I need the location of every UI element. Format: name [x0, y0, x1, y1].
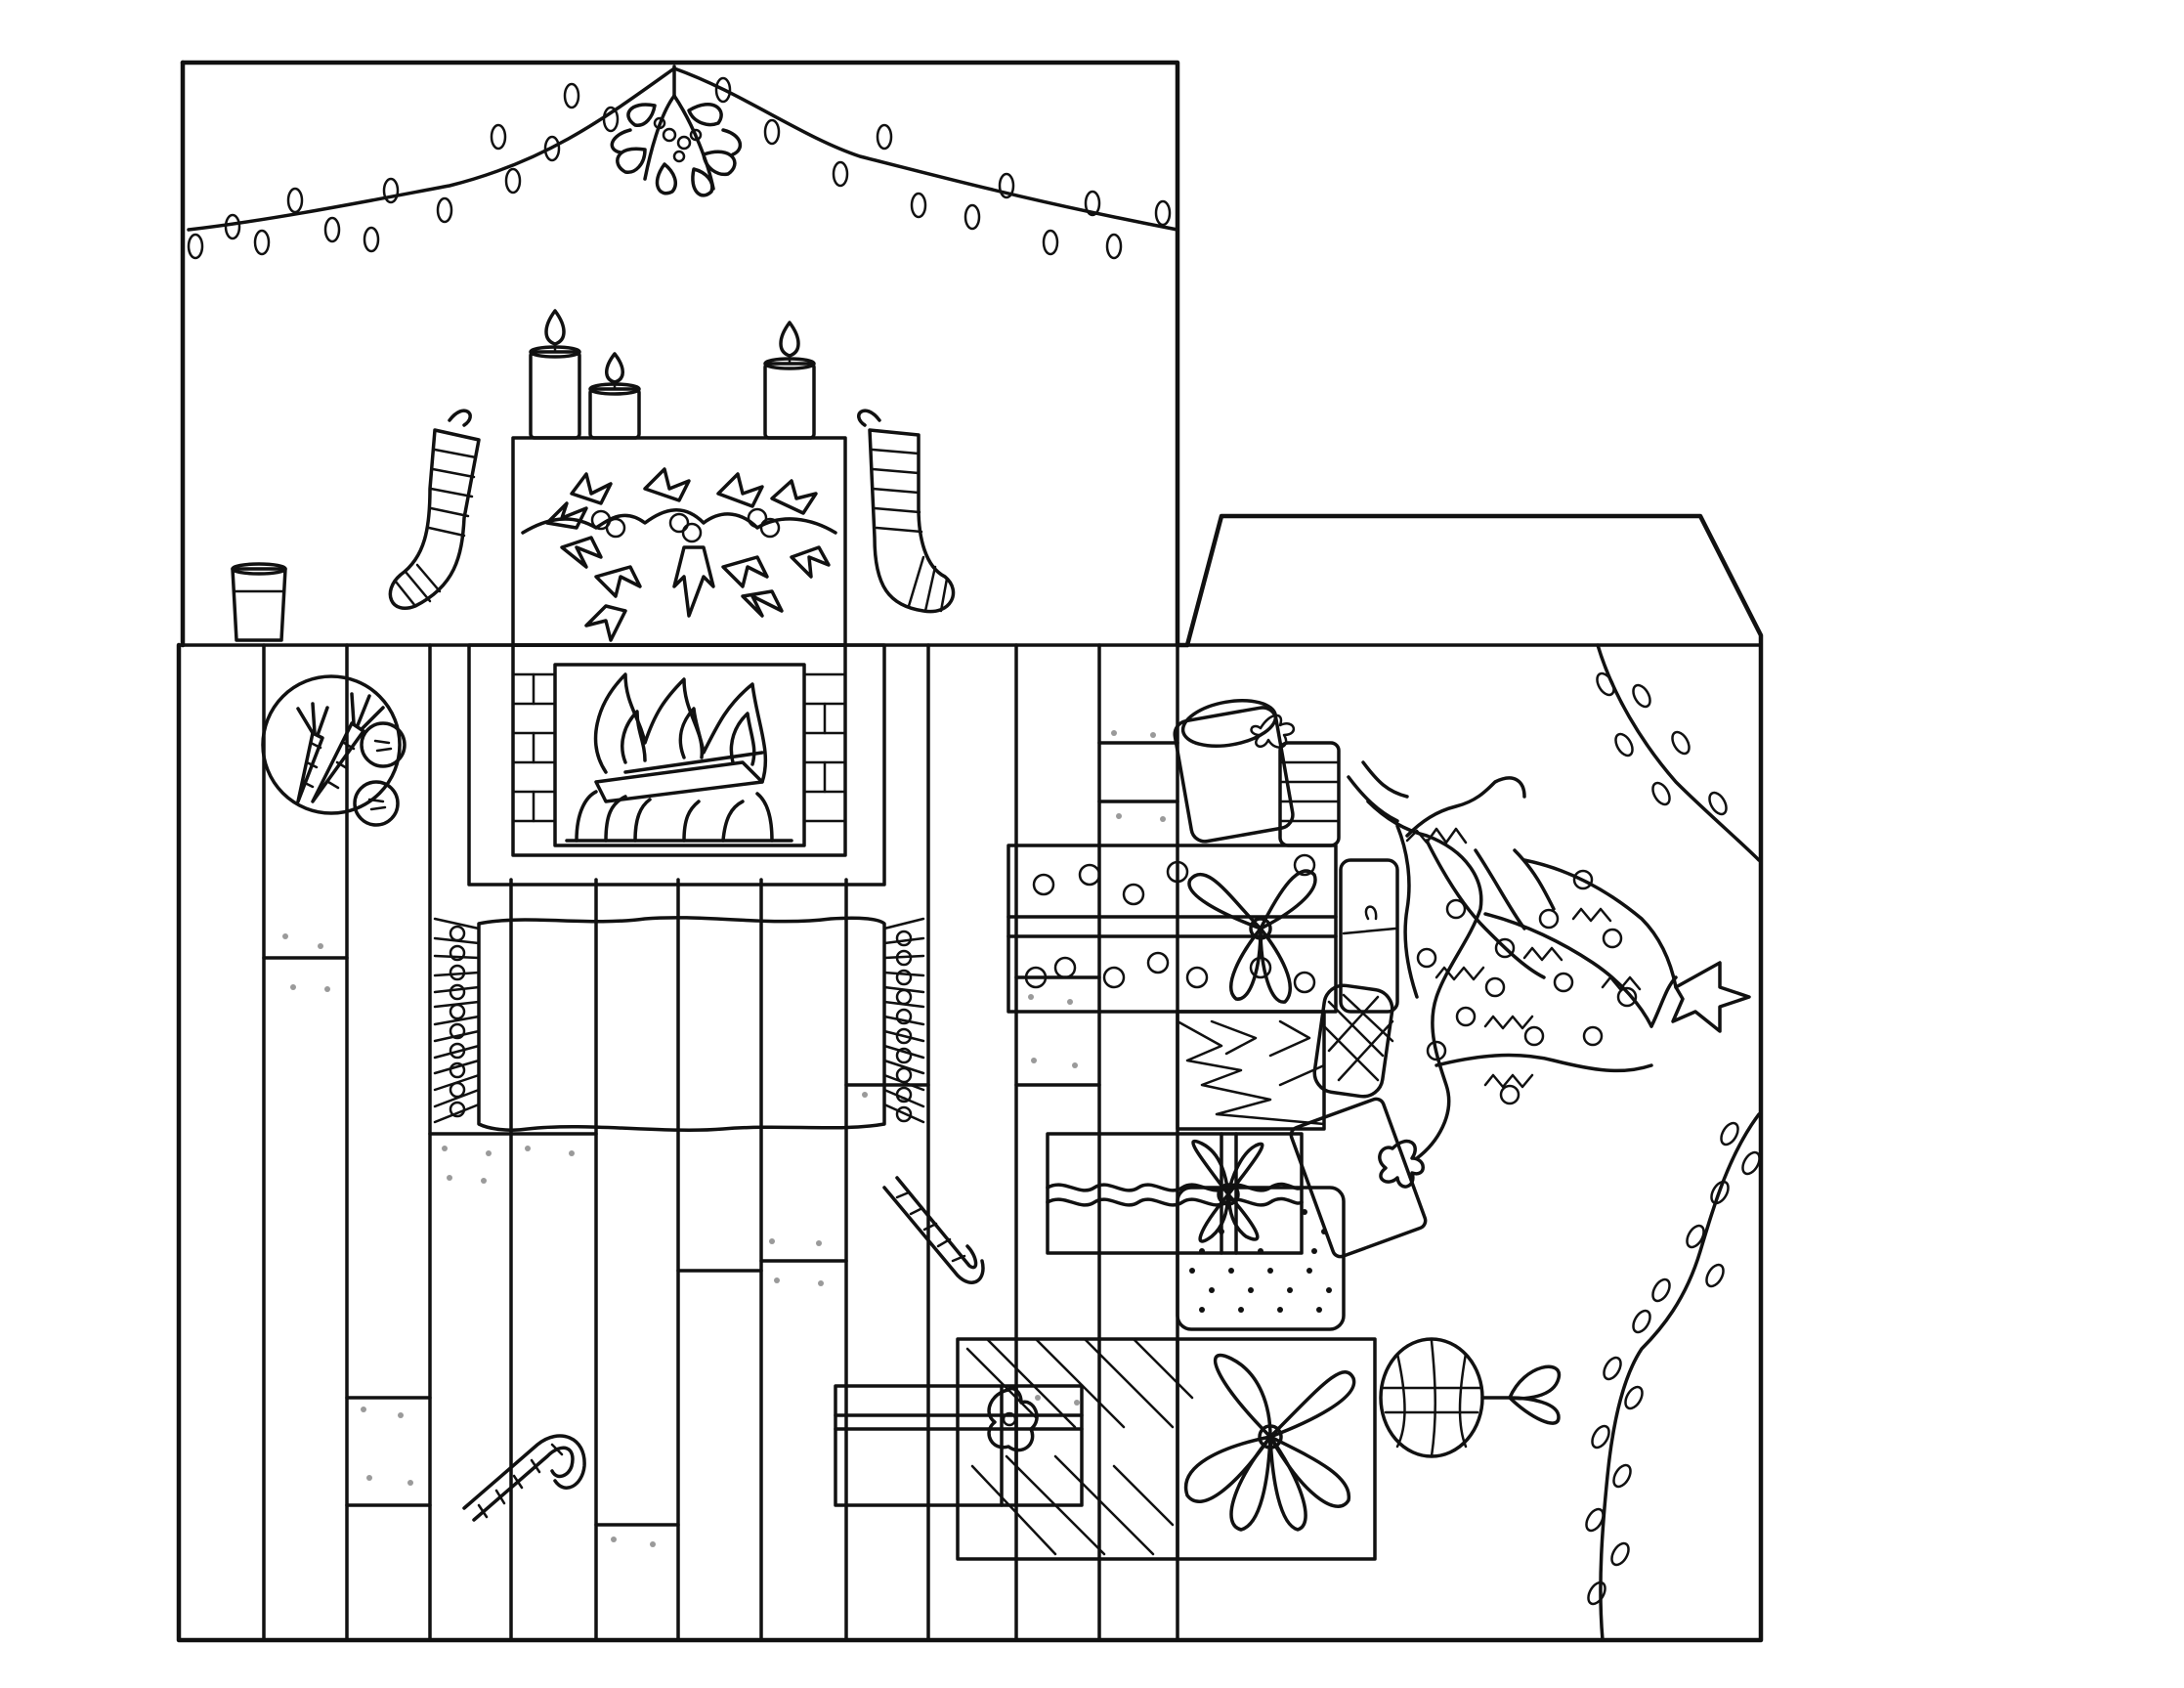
carrot-cookie-plate-icon [261, 674, 407, 827]
gift-box-icon [1176, 1186, 1346, 1331]
candle-icon [529, 309, 581, 440]
candle-icon [588, 352, 641, 440]
string-lights-right [1585, 643, 1761, 1642]
floor-boards [262, 643, 1179, 1642]
candy-cane-icon [462, 1434, 586, 1522]
fireplace-flames-icon [565, 672, 793, 843]
milk-glass-icon [231, 562, 287, 642]
string-lights-top [187, 66, 1179, 260]
holly-garland-icon [521, 467, 837, 642]
star-icon [1671, 961, 1751, 1033]
template-outline [176, 60, 1764, 1643]
candle-icon [763, 321, 816, 440]
gift-box-icon [1046, 1097, 1428, 1259]
mistletoe-icon [610, 65, 743, 197]
gift-box-icon [1173, 699, 1341, 847]
gift-box-icon [834, 1337, 1377, 1561]
gift-box-icon [1006, 844, 1399, 1014]
mantel [511, 436, 847, 647]
fireplace [467, 643, 886, 887]
candles [529, 309, 816, 440]
gift-box-icon [1176, 983, 1394, 1131]
stocking-icon [857, 409, 956, 614]
stocking-icon [388, 409, 481, 610]
candy-cane-icon [882, 1176, 985, 1284]
rug-icon [433, 916, 925, 1132]
ornament-icon [1379, 1337, 1561, 1458]
christmas-tree-icon [1347, 760, 1678, 1160]
